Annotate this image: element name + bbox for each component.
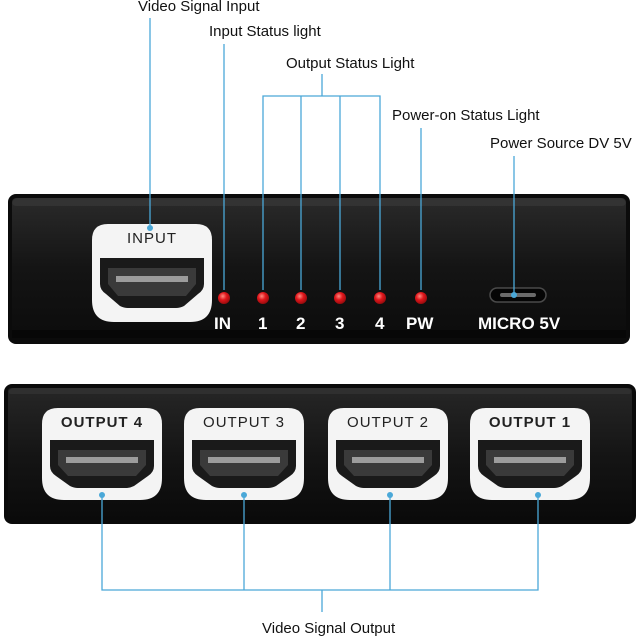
callout-power-on-status-light: Power-on Status Light xyxy=(392,107,540,124)
hdmi-port-icon xyxy=(100,258,204,308)
leader-lines xyxy=(101,18,539,612)
callout-video-signal-output: Video Signal Output xyxy=(262,620,396,637)
status-leds xyxy=(218,292,427,304)
hdmi-port-icon xyxy=(478,440,582,488)
status-led-icon xyxy=(218,292,230,304)
output-label-3: OUTPUT 3 xyxy=(203,414,285,431)
input-port-label: INPUT xyxy=(127,230,177,247)
leader-dots xyxy=(99,225,541,498)
hdmi-port-icon xyxy=(192,440,296,488)
status-led-icon xyxy=(295,292,307,304)
power-port-label: MICRO 5V xyxy=(478,314,561,333)
callout-power-source: Power Source DV 5V xyxy=(490,135,632,152)
output-port-3 xyxy=(184,408,304,500)
status-led-icon xyxy=(374,292,386,304)
status-led-icon xyxy=(257,292,269,304)
led-label-1: 1 xyxy=(258,314,268,333)
led-label-2: 2 xyxy=(296,314,306,333)
input-port xyxy=(92,224,212,322)
led-label-pw: PW xyxy=(406,314,434,333)
output-port-4 xyxy=(42,408,162,500)
status-led-icon xyxy=(334,292,346,304)
led-label-3: 3 xyxy=(335,314,345,333)
hdmi-port-icon xyxy=(50,440,154,488)
micro-usb-port-icon xyxy=(489,287,547,303)
output-label-2: OUTPUT 2 xyxy=(347,414,429,431)
callout-video-signal-input: Video Signal Input xyxy=(138,0,260,15)
callout-output-status-light: Output Status Light xyxy=(286,55,415,72)
output-label-1: OUTPUT 1 xyxy=(488,414,572,431)
hdmi-port-icon xyxy=(336,440,440,488)
led-label-in: IN xyxy=(214,314,231,333)
led-label-4: 4 xyxy=(375,314,385,333)
leader-line-output xyxy=(101,495,539,591)
callout-input-status-light: Input Status light xyxy=(209,23,321,40)
status-led-icon xyxy=(415,292,427,304)
output-label-4: OUTPUT 4 xyxy=(60,414,144,431)
output-port-2 xyxy=(328,408,448,500)
output-port-1 xyxy=(470,408,590,500)
